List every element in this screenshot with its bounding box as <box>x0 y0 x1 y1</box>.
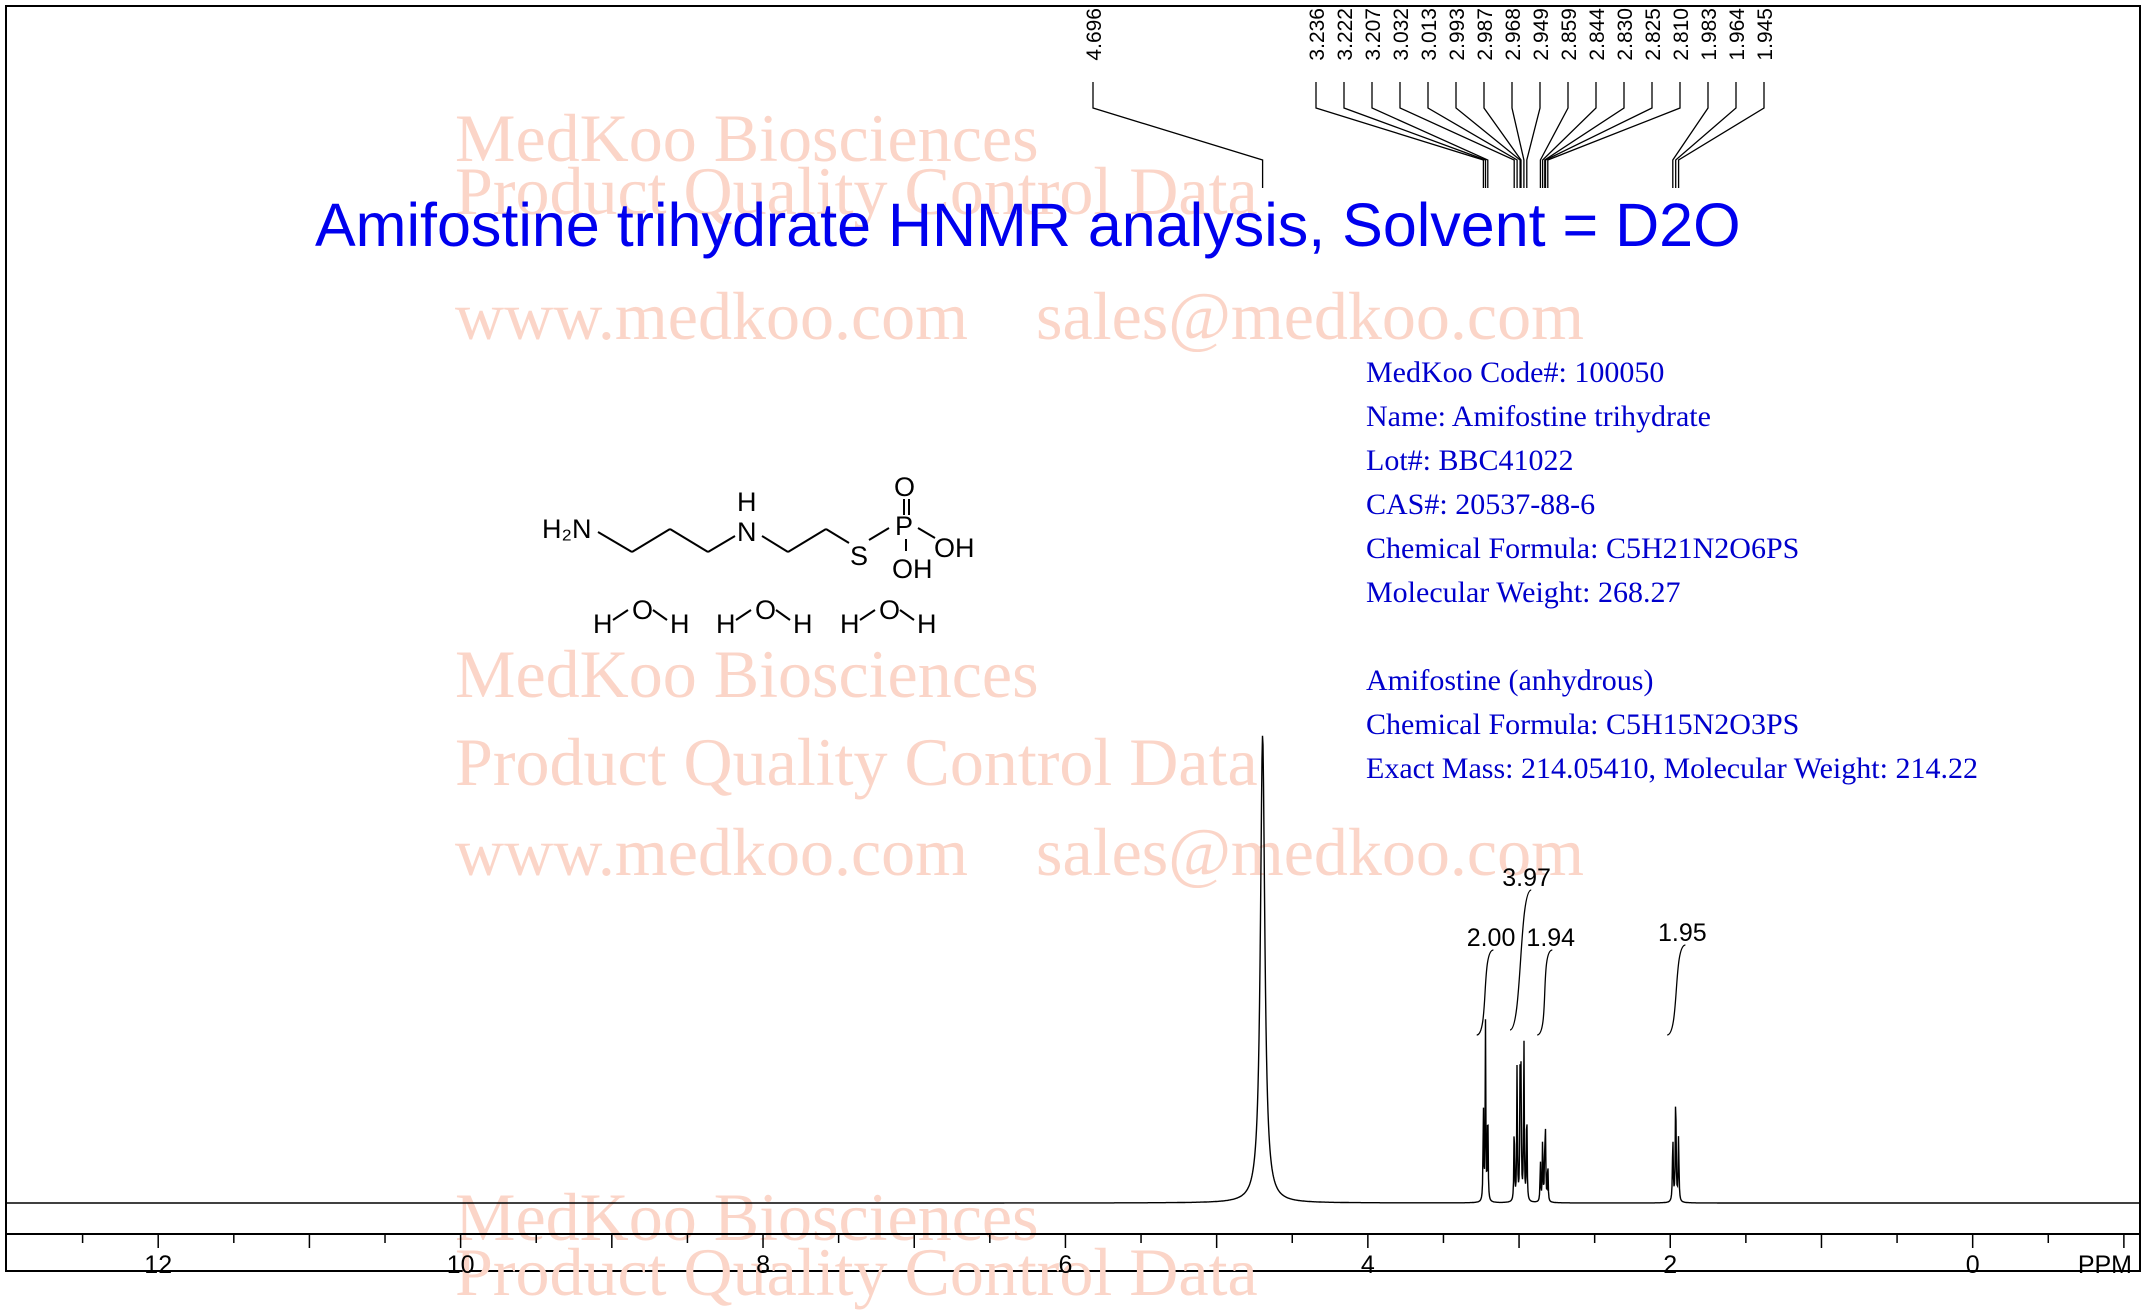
peak-label: 2.949 <box>1530 8 1553 61</box>
integral-value: 3.97 <box>1502 864 1551 892</box>
structure-h2n: H₂N <box>542 514 591 544</box>
peak-label: 1.964 <box>1726 8 1749 61</box>
integral-curve <box>1666 944 1686 1036</box>
x-axis-label: PPM <box>2078 1251 2132 1277</box>
structure-oh-bottom: OH <box>892 554 933 584</box>
info-mw: Molecular Weight: 268.27 <box>1366 576 1681 609</box>
integral-value: 1.95 <box>1658 919 1707 947</box>
peak-label-leader <box>1675 82 1737 188</box>
info-code: MedKoo Code#: 100050 <box>1366 356 1665 389</box>
info-lot: Lot#: BBC41022 <box>1366 444 1574 477</box>
peak-label: 2.993 <box>1446 8 1469 61</box>
peak-label-leader <box>1315 82 1485 188</box>
x-tick-label: 0 <box>1966 1251 1980 1277</box>
svg-text:O: O <box>755 595 776 625</box>
watermark-line: www.medkoo.com sales@medkoo.com <box>455 278 1585 354</box>
peak-label: 2.825 <box>1642 8 1665 61</box>
integral-curve <box>1476 949 1494 1036</box>
svg-text:H: H <box>793 609 813 639</box>
peak-label-leader <box>1427 82 1518 188</box>
peak-label: 2.968 <box>1502 8 1525 61</box>
water-molecule: H O H <box>840 595 937 639</box>
peak-label-leader <box>1511 82 1525 188</box>
peak-label-leader <box>1672 82 1709 188</box>
info-anhydrous-formula: Chemical Formula: C5H15N2O3PS <box>1366 708 1800 741</box>
peak-label-leader <box>1539 82 1569 188</box>
svg-text:H: H <box>670 609 690 639</box>
watermark-line: Product Quality Control Data <box>455 724 1258 800</box>
peak-label: 4.696 <box>1083 8 1106 61</box>
peak-label: 3.032 <box>1390 8 1413 61</box>
peak-label: 2.987 <box>1474 8 1497 61</box>
peak-label-leader <box>1371 82 1489 188</box>
peak-label: 2.859 <box>1558 8 1581 61</box>
peak-label: 3.236 <box>1306 8 1329 61</box>
peak-label-leader <box>1483 82 1522 188</box>
x-tick-label: 10 <box>447 1251 475 1277</box>
structure-p: P <box>895 511 913 541</box>
x-tick-label: 8 <box>756 1251 770 1277</box>
peak-label: 3.222 <box>1334 8 1357 61</box>
x-tick-label: 6 <box>1058 1251 1072 1277</box>
watermark-line: MedKoo Biosciences <box>455 100 1039 176</box>
chart-frame <box>5 5 2141 1272</box>
structure-nh-h: H <box>737 487 757 517</box>
integral-value: 2.00 <box>1467 924 1516 952</box>
peak-label-leader <box>1526 82 1541 188</box>
x-tick-label: 12 <box>144 1251 172 1277</box>
info-anhydrous-mass: Exact Mass: 214.05410, Molecular Weight:… <box>1366 752 1978 785</box>
integral-value: 1.94 <box>1526 924 1575 952</box>
svg-text:O: O <box>879 595 900 625</box>
peak-label-leader <box>1399 82 1515 188</box>
peak-label-leader <box>1455 82 1521 188</box>
svg-text:H: H <box>593 609 613 639</box>
watermark-line: MedKoo Biosciences <box>455 1179 1039 1255</box>
peak-label-leader <box>1547 82 1681 188</box>
structure-s: S <box>850 541 868 571</box>
peak-label-leader <box>1677 82 1765 188</box>
peak-label: 3.013 <box>1418 8 1441 61</box>
integral-curve <box>1536 949 1553 1036</box>
structure-oh-right: OH <box>934 533 975 563</box>
info-formula: Chemical Formula: C5H21N2O6PS <box>1366 532 1800 565</box>
info-name: Name: Amifostine trihydrate <box>1366 400 1711 433</box>
peak-label: 3.207 <box>1362 8 1385 61</box>
x-tick-label: 4 <box>1361 1251 1375 1277</box>
spectrum-line <box>7 735 2139 1204</box>
compound-info: MedKoo Code#: 100050 Name: Amifostine tr… <box>1366 351 1978 791</box>
water-molecule: H O H <box>593 595 690 639</box>
water-molecule: H O H <box>716 595 813 639</box>
info-anhydrous-name: Amifostine (anhydrous) <box>1366 664 1654 697</box>
svg-text:H: H <box>840 609 860 639</box>
chemical-structure: H₂N H N S P O OH OH H O H H O H H O H <box>542 472 975 639</box>
peak-label: 2.830 <box>1614 8 1637 61</box>
info-cas: CAS#: 20537-88-6 <box>1366 488 1596 521</box>
chart-title: Amifostine trihydrate HNMR analysis, Sol… <box>315 191 1741 259</box>
svg-text:H: H <box>716 609 736 639</box>
svg-text:H: H <box>917 609 937 639</box>
structure-n: N <box>737 517 757 547</box>
structure-o: O <box>894 472 915 502</box>
svg-text:O: O <box>632 595 653 625</box>
watermark-line: MedKoo Biosciences <box>455 636 1039 712</box>
peak-label: 1.945 <box>1754 8 1777 61</box>
peak-label-leader <box>1544 82 1625 188</box>
watermark-line: www.medkoo.com sales@medkoo.com <box>455 814 1585 890</box>
watermark-line: Product Quality Control Data <box>455 153 1258 229</box>
peak-label-leader <box>1544 82 1653 188</box>
peak-label: 2.810 <box>1670 8 1693 61</box>
x-tick-label: 2 <box>1663 1251 1677 1277</box>
peak-label: 2.844 <box>1586 8 1609 61</box>
peak-label: 1.983 <box>1698 8 1721 61</box>
peak-label-leader <box>1343 82 1487 188</box>
integral-curve <box>1509 889 1532 1031</box>
peak-label-leader <box>1092 82 1264 188</box>
peak-label-leader <box>1541 82 1597 188</box>
